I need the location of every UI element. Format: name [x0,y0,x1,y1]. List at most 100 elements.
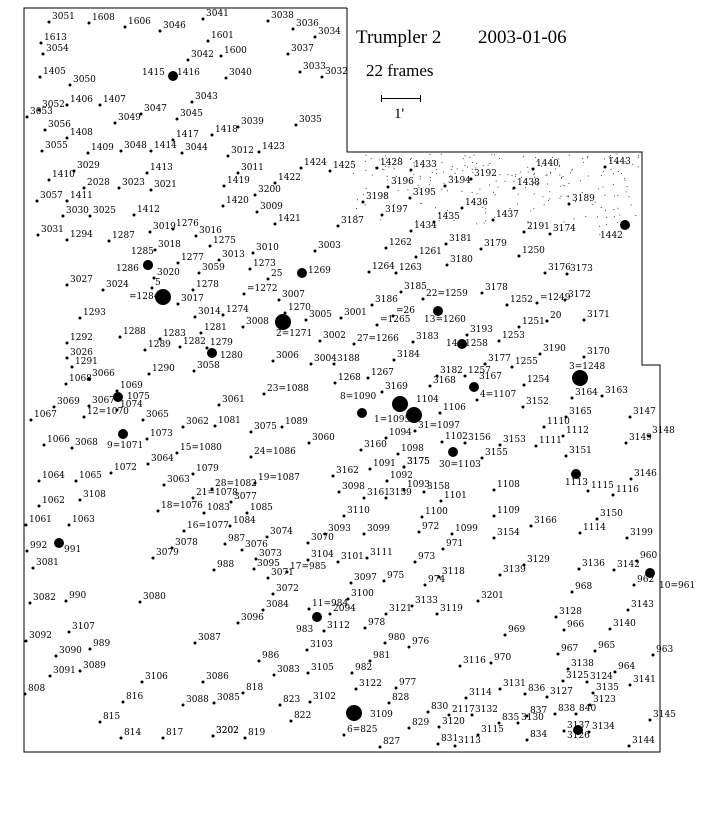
star-label-3033-14: 3033 [303,62,326,72]
star-marker-3122-350 [354,687,358,691]
star-marker-1102-216 [440,440,444,444]
star-marker-1407-23 [98,103,102,107]
haze-dot [559,197,561,199]
star-marker-3080-306 [138,600,142,604]
haze-dot [464,154,466,156]
star-label-3046-3: 3046 [163,21,186,31]
star-marker-3199-271 [625,536,629,540]
star-marker-3180-102 [445,263,449,267]
star-label-1428-47: 1428 [380,158,403,168]
star-label-3018-91: 3018 [158,240,181,250]
haze-dot [438,220,440,222]
star-label-3096-315: 3096 [241,613,264,623]
haze-dot [567,196,569,198]
star-marker-3049-28 [113,121,117,125]
haze-dot [630,204,632,206]
haze-dot [600,207,602,208]
star-marker-3048-37 [119,149,123,153]
haze-dot [430,179,432,181]
star-marker-1083-253 [202,511,206,515]
star-marker-822-373 [289,719,293,723]
star-marker-3-1248-165 [572,370,588,386]
star-marker-971-276 [441,547,445,551]
star-marker-818-357 [241,691,245,695]
star-marker-1255-164 [510,365,514,369]
star-label-1069-182: 1069 [120,381,143,391]
star-label-3169-179: 3169 [385,382,408,392]
star-label-3180-102: 3180 [450,255,473,265]
haze-dot [379,159,381,161]
star-marker-3140-320 [608,627,612,631]
star-marker-976-328 [407,645,411,649]
star-label-1438-60: 1438 [517,178,540,188]
haze-dot [457,181,459,183]
star-label-834-388: 834 [530,730,548,740]
star-label-3116-336: 3116 [463,656,486,666]
star-label-3143-309: 3143 [631,600,654,610]
star-label-1113-240: 1113 [565,478,588,488]
star-label-13-1260-140: 13=1260 [424,315,466,325]
star-label-1613-8: 1613 [44,33,67,43]
star-marker-1099-269 [450,532,454,536]
star-label-8-1090-189: 8=1090 [340,392,377,402]
star-marker-835-376 [497,721,501,725]
star-marker-968-301 [570,590,574,594]
haze-dot [451,169,453,171]
haze-dot [537,178,539,180]
star-label-3081-289: 3081 [36,558,59,568]
star-marker-1270-132 [283,311,287,315]
star-marker-1109-257 [492,514,496,518]
star-marker-3058-167 [192,369,196,373]
star-label-3090-333: 3090 [59,646,82,656]
star-marker-3007-119 [277,298,281,302]
star-marker-3124-346 [585,680,589,684]
star-label-1408-32: 1408 [70,128,93,138]
star-marker-3009-69 [255,210,259,214]
haze-dot [410,158,411,160]
star-label-1285-96: 1285 [131,247,154,257]
haze-dot [456,168,458,170]
star-label-3123-359: 3123 [593,695,616,705]
star-label-1110-204: 1110 [547,417,570,427]
star-label-3197-73: 3197 [385,205,408,215]
star-marker-1277-97 [176,261,180,265]
star-marker-25-111 [266,277,270,281]
haze-dot [467,166,469,168]
star-marker-3095-291 [252,567,256,571]
haze-dot [612,183,614,185]
star-label-1293-128: 1293 [83,308,106,318]
star-label-3050-17: 3050 [73,75,96,85]
star-label-3106-348: 3106 [145,672,168,682]
star-marker-3008-138 [241,325,245,329]
star-label-1099-269: 1099 [455,524,478,534]
stars-layer [23,17,655,749]
star-marker-3043-21 [190,100,194,104]
star-marker-3031-85 [36,233,40,237]
haze-dot [381,168,383,170]
star-marker-3196-57 [386,185,390,189]
haze-dot [485,220,487,222]
star-label-3-1248-165: 3=1248 [569,362,606,372]
star-marker-3156-217 [463,441,467,445]
haze-dot [363,193,365,195]
star-marker-3176-108 [543,271,547,275]
star-marker-3041-4 [201,17,205,21]
star-marker-1443-50 [603,165,607,169]
star-label-814-382: 814 [124,728,142,738]
star-marker-3016-82 [194,234,198,238]
star-label-1061-260: 1061 [29,515,52,525]
star-marker-974-299 [423,583,427,587]
star-label-3130-377: 3130 [521,713,544,723]
star-label-1257-170: 1257 [468,366,491,376]
star-marker-3083-342 [272,673,276,677]
haze-dot [562,176,564,178]
star-label-1116-242: 1116 [616,485,639,495]
star-marker-970-337 [489,661,493,665]
star-label-3100-303: 3100 [351,589,374,599]
star-label-3061-183: 3061 [222,395,245,405]
star-marker-3136-286 [577,567,581,571]
star-label-1279-152: 1279 [210,338,233,348]
star-label-3014-130: 3014 [198,307,221,317]
star-marker-3045-27 [175,117,179,121]
star-marker-3144-392 [627,744,631,748]
